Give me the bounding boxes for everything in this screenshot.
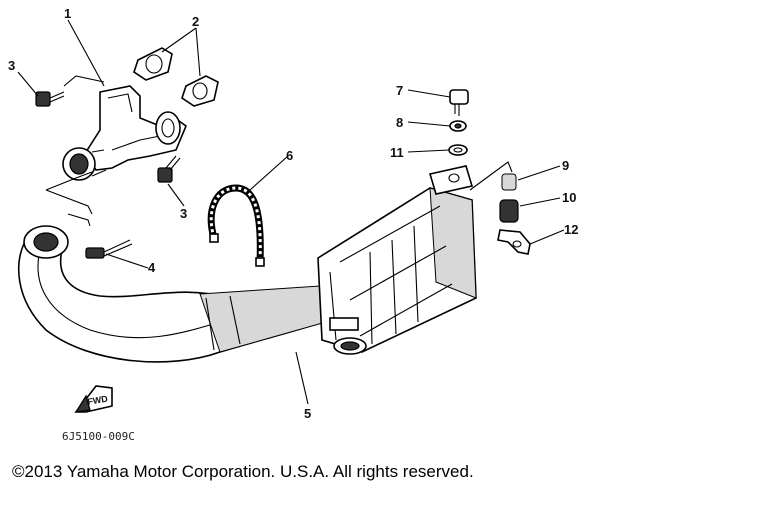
fwd-label: FWD bbox=[87, 393, 109, 406]
callout-5: 5 bbox=[304, 406, 311, 421]
damper-rubber bbox=[499, 199, 519, 223]
damper-collar bbox=[501, 173, 517, 191]
washer bbox=[449, 120, 467, 132]
callout-8: 8 bbox=[396, 115, 403, 130]
muffler bbox=[317, 187, 477, 355]
fwd-arrow-icon: FWD bbox=[74, 385, 113, 413]
exhaust-parts-diagram: 1 2 3 3 4 5 6 7 8 11 9 10 12 FWD 6J5100-… bbox=[8, 6, 578, 443]
bolt-upper bbox=[35, 91, 65, 107]
callout-4: 4 bbox=[148, 260, 156, 275]
callout-11: 11 bbox=[390, 145, 404, 160]
callout-6: 6 bbox=[286, 148, 293, 163]
callout-2: 2 bbox=[192, 14, 199, 29]
exhaust-pipe-rear bbox=[17, 225, 327, 363]
callout-9: 9 bbox=[562, 158, 569, 173]
callout-3-lower: 3 bbox=[180, 206, 187, 221]
exhaust-pipe-front bbox=[62, 85, 187, 181]
callout-1: 1 bbox=[64, 6, 71, 21]
bolt-muffler bbox=[449, 89, 469, 116]
bolt-lower bbox=[157, 155, 181, 183]
diagram-part-code: 6J5100-009C bbox=[62, 430, 135, 443]
clamp bbox=[497, 229, 531, 255]
fitting bbox=[85, 239, 133, 259]
copyright-notice: ©2013 Yamaha Motor Corporation. U.S.A. A… bbox=[12, 462, 474, 481]
leader-lines bbox=[17, 19, 565, 405]
hose bbox=[207, 184, 265, 267]
callout-10: 10 bbox=[562, 190, 576, 205]
callout-7: 7 bbox=[396, 83, 403, 98]
spacer-collar bbox=[448, 144, 468, 156]
gasket-upper bbox=[133, 47, 173, 81]
callout-3-upper: 3 bbox=[8, 58, 15, 73]
muffler-bracket bbox=[428, 165, 474, 195]
callout-12: 12 bbox=[564, 222, 578, 237]
gasket-lower bbox=[181, 75, 219, 107]
